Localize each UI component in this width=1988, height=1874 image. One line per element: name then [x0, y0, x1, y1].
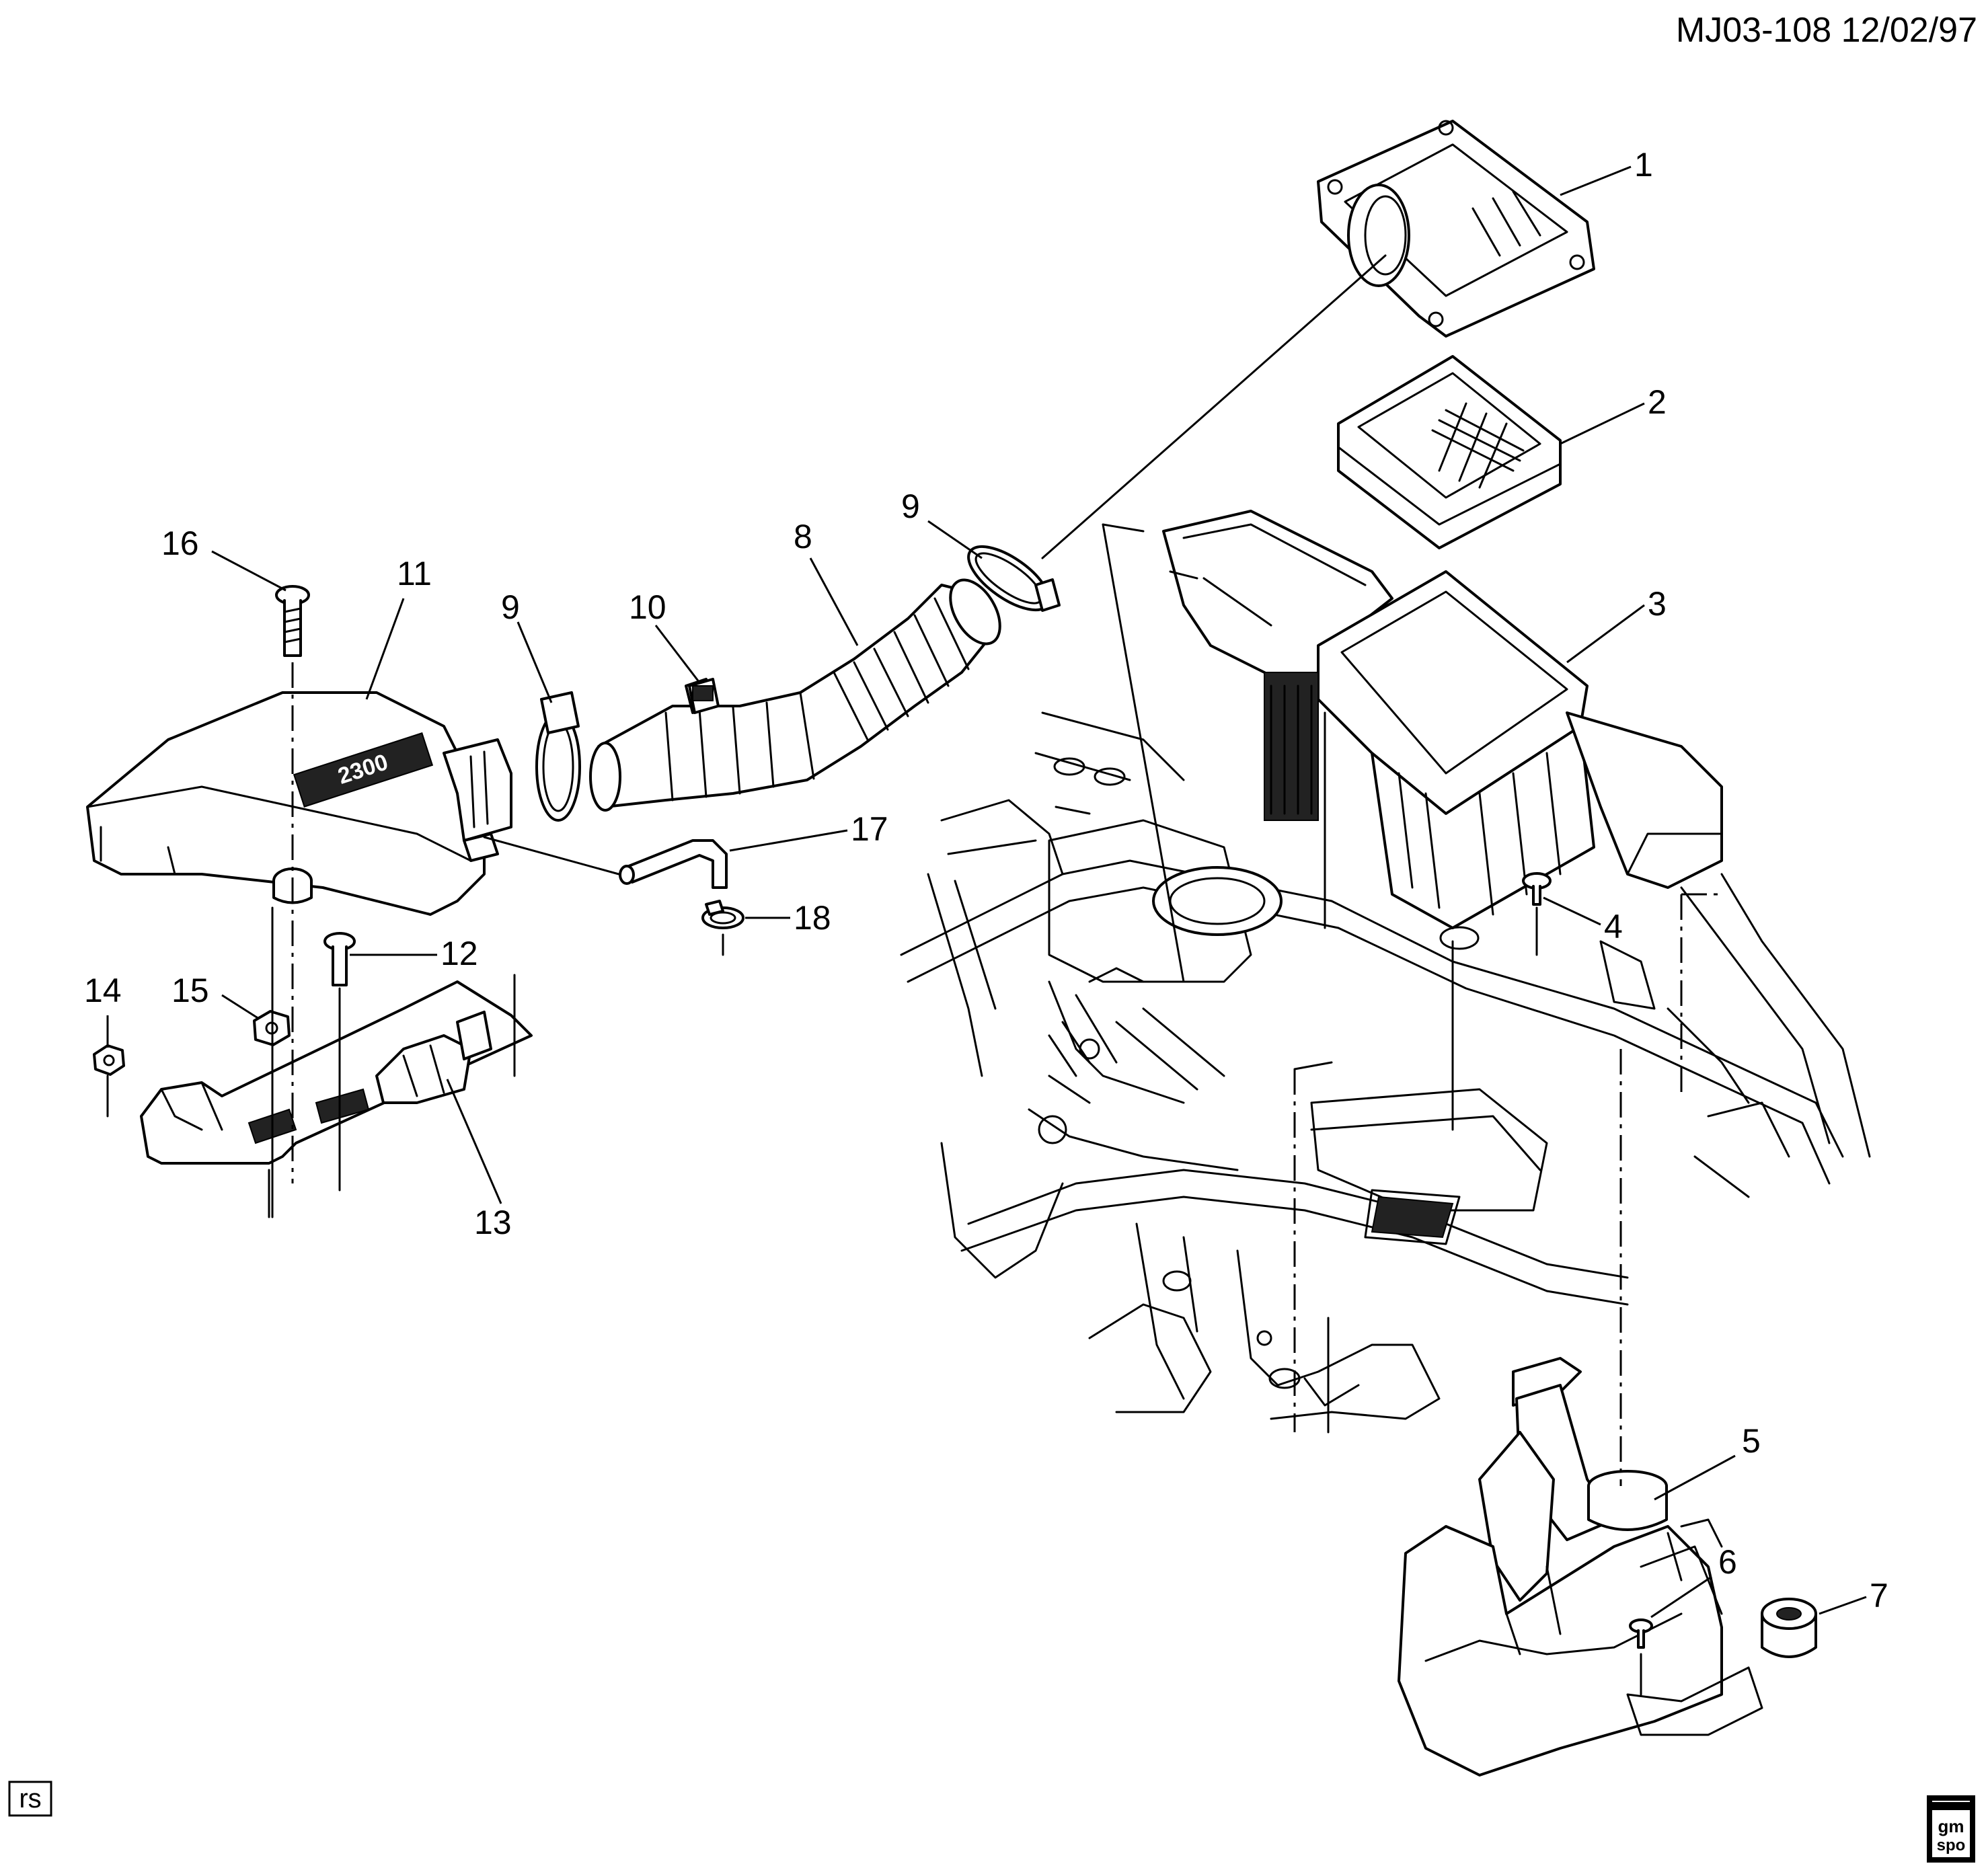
logo-line1: gm [1938, 1816, 1964, 1836]
part-16-bolt [275, 585, 310, 657]
part-9-hose-clamp-lower [535, 691, 581, 822]
callout-16: 16 [161, 524, 199, 562]
callout-9-lower: 9 [501, 588, 520, 626]
callout-labels: 1 2 3 4 5 6 7 8 9 9 10 11 12 13 14 15 16… [84, 146, 1888, 1614]
part-1-air-cleaner-cover [1317, 120, 1595, 338]
corner-tag: rs [8, 1781, 52, 1817]
part-18-clamp [701, 900, 744, 929]
callout-5: 5 [1742, 1422, 1761, 1460]
logo-line2: spo [1937, 1836, 1966, 1855]
part-8-intake-duct [589, 578, 1001, 812]
part-10-sensor [688, 678, 720, 714]
part-6-screw [1629, 1618, 1653, 1649]
corner-tag-text: rs [19, 1784, 41, 1813]
callout-11: 11 [397, 555, 432, 592]
part-2-air-filter-element [1337, 355, 1562, 549]
callout-12: 12 [441, 935, 478, 972]
part-7-grommet [1761, 1598, 1817, 1658]
part-12-bolt [323, 932, 356, 986]
callout-7: 7 [1870, 1577, 1888, 1614]
callout-17: 17 [851, 810, 888, 848]
part-5-air-intake-duct [1398, 1357, 1763, 1777]
callout-2: 2 [1648, 383, 1667, 421]
gm-spo-logo: gm spo [1927, 1795, 1975, 1863]
part-14-nut [93, 1044, 125, 1076]
callout-18: 18 [794, 899, 831, 937]
callout-1: 1 [1634, 146, 1653, 184]
callout-15: 15 [171, 972, 209, 1009]
vehicle-body-structure [900, 711, 1871, 1420]
callout-13: 13 [474, 1204, 512, 1241]
callout-3: 3 [1648, 585, 1667, 623]
part-11-resonator: 2300 [86, 691, 512, 916]
callout-6: 6 [1718, 1543, 1737, 1581]
callout-leaders [106, 165, 1867, 1618]
part-4-screw [1522, 872, 1552, 906]
part-13-bracket [140, 980, 533, 1165]
callout-4: 4 [1604, 908, 1623, 945]
alignment-lines [106, 254, 1722, 1696]
diagram-reference: MJ03-108 12/02/97 [1676, 11, 1977, 50]
part-9-hose-clamp-upper [967, 545, 1061, 612]
callout-8: 8 [794, 518, 812, 555]
callout-10: 10 [629, 588, 666, 626]
callout-9-upper: 9 [901, 487, 920, 525]
part-17-hose [619, 839, 728, 889]
callout-14: 14 [84, 972, 122, 1009]
